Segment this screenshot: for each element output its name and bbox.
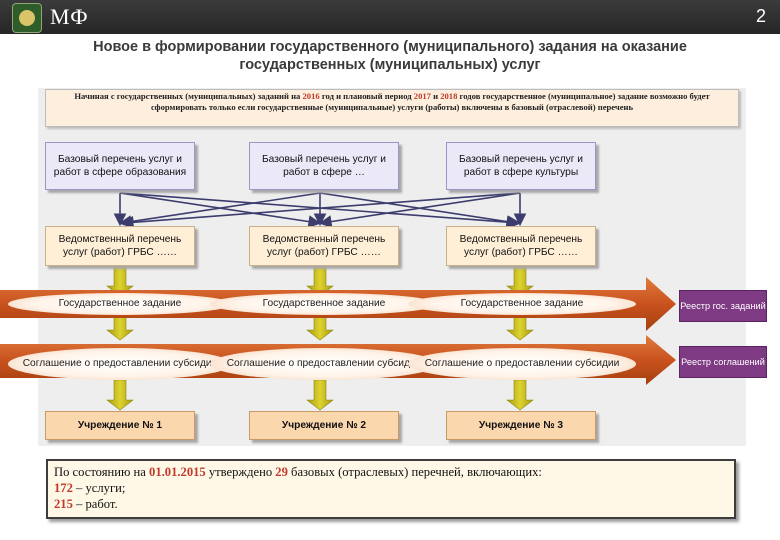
notice-text: годов государственное (муниципальное) за… (150, 91, 710, 112)
base-list-other: Базовый перечень услуг и работ в сфере … (249, 142, 399, 190)
summary-date: 01.01.2015 (149, 465, 206, 479)
state-task-2: Государственное задание (210, 293, 438, 315)
down-arrow (506, 315, 534, 341)
agreement-3: Соглашение о предоставлении субсидии (408, 348, 636, 380)
slide-title: Новое в формировании государственного (м… (50, 38, 730, 74)
notice-text: Начиная с государственных (муниципальных… (74, 91, 303, 101)
base-list-culture: Базовый перечень услуг и работ в сфере к… (446, 142, 596, 190)
notice-text: год и плановый период (319, 91, 414, 101)
works-text: – работ. (72, 497, 118, 511)
institution-3: Учреждение № 3 (446, 411, 596, 440)
top-bar: МФ 2 (0, 0, 780, 34)
page-number: 2 (755, 6, 766, 26)
notice-text: и (430, 91, 441, 101)
base-list-education: Базовый перечень услуг и работ в сфере о… (45, 142, 195, 190)
registry-tasks: Реестр гос. заданий (679, 290, 767, 322)
notice-year: 2017 (413, 91, 431, 101)
notice-year: 2016 (302, 91, 320, 101)
agreement-2: Соглашение о предоставлении субсидии (210, 348, 438, 380)
dept-list-3: Ведомственный перечень услуг (работ) ГРБ… (446, 226, 596, 266)
summary-line-3: 215 – работ. (54, 496, 728, 512)
down-arrow (106, 315, 134, 341)
summary-text: утверждено (205, 465, 276, 479)
down-arrow (306, 379, 334, 411)
summary-box: По состоянию на 01.01.2015 утверждено 29… (46, 459, 736, 519)
state-task-3: Государственное задание (408, 293, 636, 315)
title-line-2: государственных (муниципальных) услуг (239, 57, 541, 73)
emblem-icon (12, 3, 42, 33)
logo: МФ (50, 4, 89, 29)
works-count: 215 (54, 497, 73, 511)
agreement-1: Соглашение о предоставлении субсидии (8, 348, 232, 380)
dept-list-1: Ведомственный перечень услуг (работ) ГРБ… (45, 226, 195, 266)
notice-year: 2018 (440, 91, 458, 101)
state-task-1: Государственное задание (8, 293, 232, 315)
notice-box: Начиная с государственных (муниципальных… (45, 89, 739, 127)
connector-lines (113, 192, 527, 229)
dept-list-2: Ведомственный перечень услуг (работ) ГРБ… (249, 226, 399, 266)
connector-line (118, 192, 321, 228)
services-text: – услуги; (72, 481, 126, 495)
summary-count: 29 (275, 465, 288, 479)
institution-2: Учреждение № 2 (249, 411, 399, 440)
institution-1: Учреждение № 1 (45, 411, 195, 440)
summary-line-2: 172 – услуги; (54, 480, 728, 496)
down-arrows (106, 265, 534, 411)
summary-text: базовых (отраслевых) перечней, включающи… (287, 465, 542, 479)
registry-agreements: Реестр соглашений (679, 346, 767, 378)
connector-line (120, 192, 521, 229)
summary-text: По состоянию на (54, 465, 150, 479)
services-count: 172 (54, 481, 73, 495)
down-arrow (506, 379, 534, 411)
connector-line (318, 192, 521, 228)
summary-line-1: По состоянию на 01.01.2015 утверждено 29… (54, 464, 728, 480)
title-line-1: Новое в формировании государственного (м… (93, 39, 687, 55)
down-arrow (306, 315, 334, 341)
down-arrow (106, 379, 134, 411)
